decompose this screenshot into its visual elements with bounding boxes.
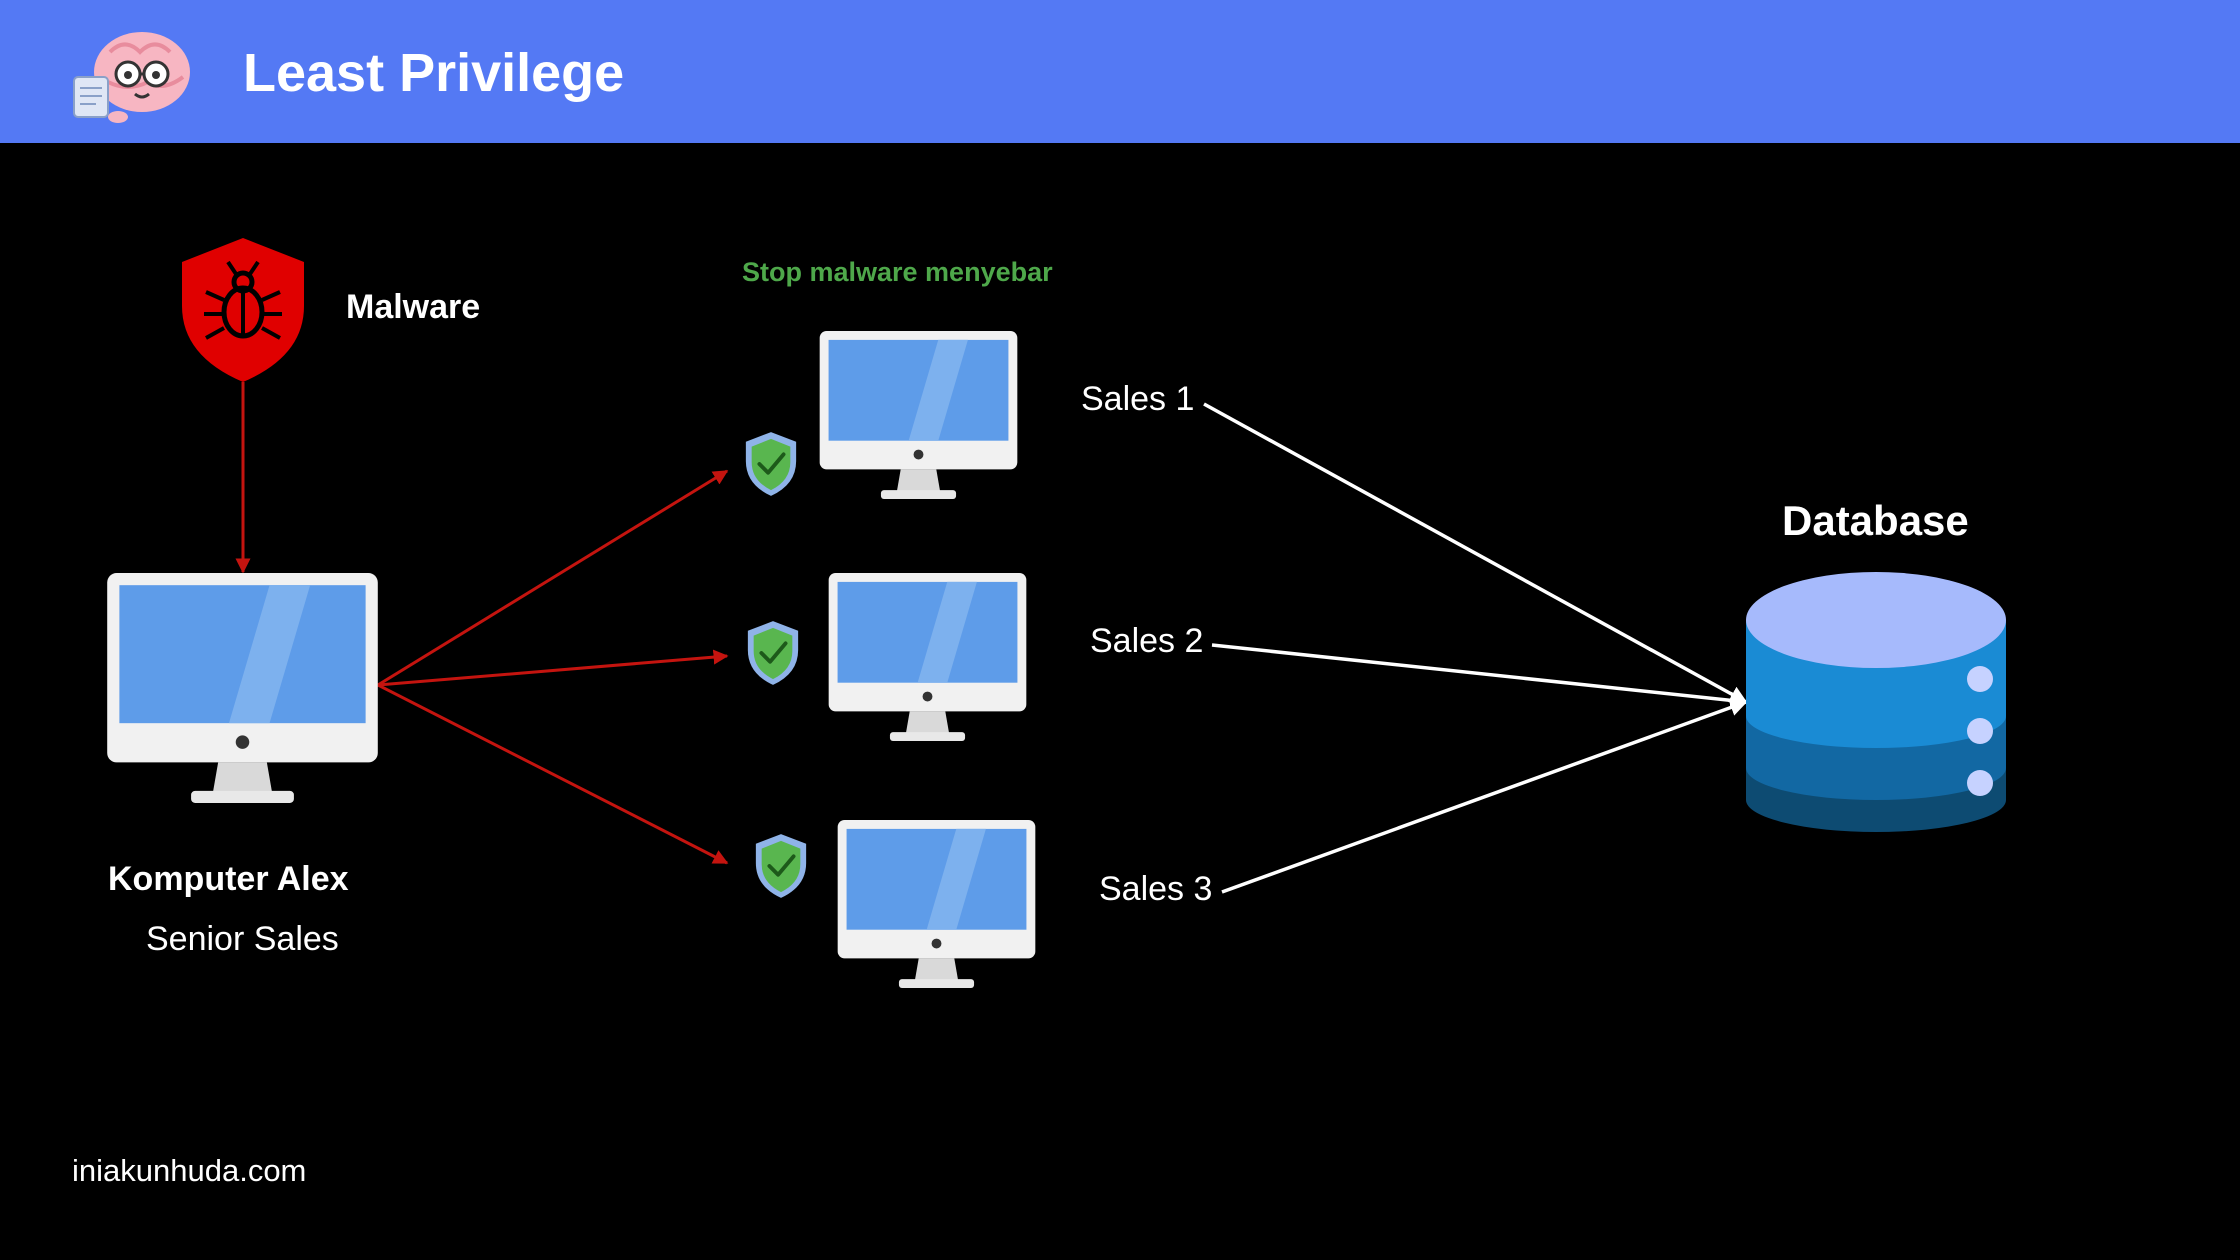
sales-3-check-shield-icon (753, 832, 809, 900)
sales-1-monitor-icon (819, 331, 1018, 499)
database-cylinder-icon (1746, 572, 2006, 832)
spread-arrow-sales-2 (377, 649, 729, 687)
stop-malware-annotation: Stop malware menyebar (742, 257, 1053, 287)
bug-shield-icon (182, 238, 304, 382)
source-computer-role: Senior Sales (146, 920, 339, 958)
spread-arrow-sales-3 (377, 683, 729, 865)
sales-2-label: Sales 2 (1090, 622, 1204, 660)
sales-1-check-shield-icon (743, 430, 799, 498)
footer-website: iniakunhuda.com (72, 1153, 307, 1188)
malware-label: Malware (346, 288, 481, 326)
access-arrow-sales-2 (1211, 643, 1748, 710)
page-title: Least Privilege (243, 43, 625, 103)
sales-2-check-shield-icon (745, 619, 801, 687)
header-bar: Least Privilege (0, 0, 2240, 143)
source-computer-name: Komputer Alex (108, 860, 349, 898)
sales-2-monitor-icon (828, 573, 1027, 741)
sales-3-monitor-icon (837, 820, 1036, 988)
sales-3-label: Sales 3 (1099, 870, 1213, 908)
brain-mascot-icon (73, 32, 190, 123)
access-arrow-sales-3 (1221, 699, 1748, 894)
spread-arrow-sales-1 (377, 469, 729, 687)
alex-computer-monitor-icon (107, 573, 378, 803)
database-label: Database (1782, 497, 1969, 544)
access-arrow-sales-1 (1203, 402, 1748, 704)
sales-1-label: Sales 1 (1081, 380, 1195, 418)
